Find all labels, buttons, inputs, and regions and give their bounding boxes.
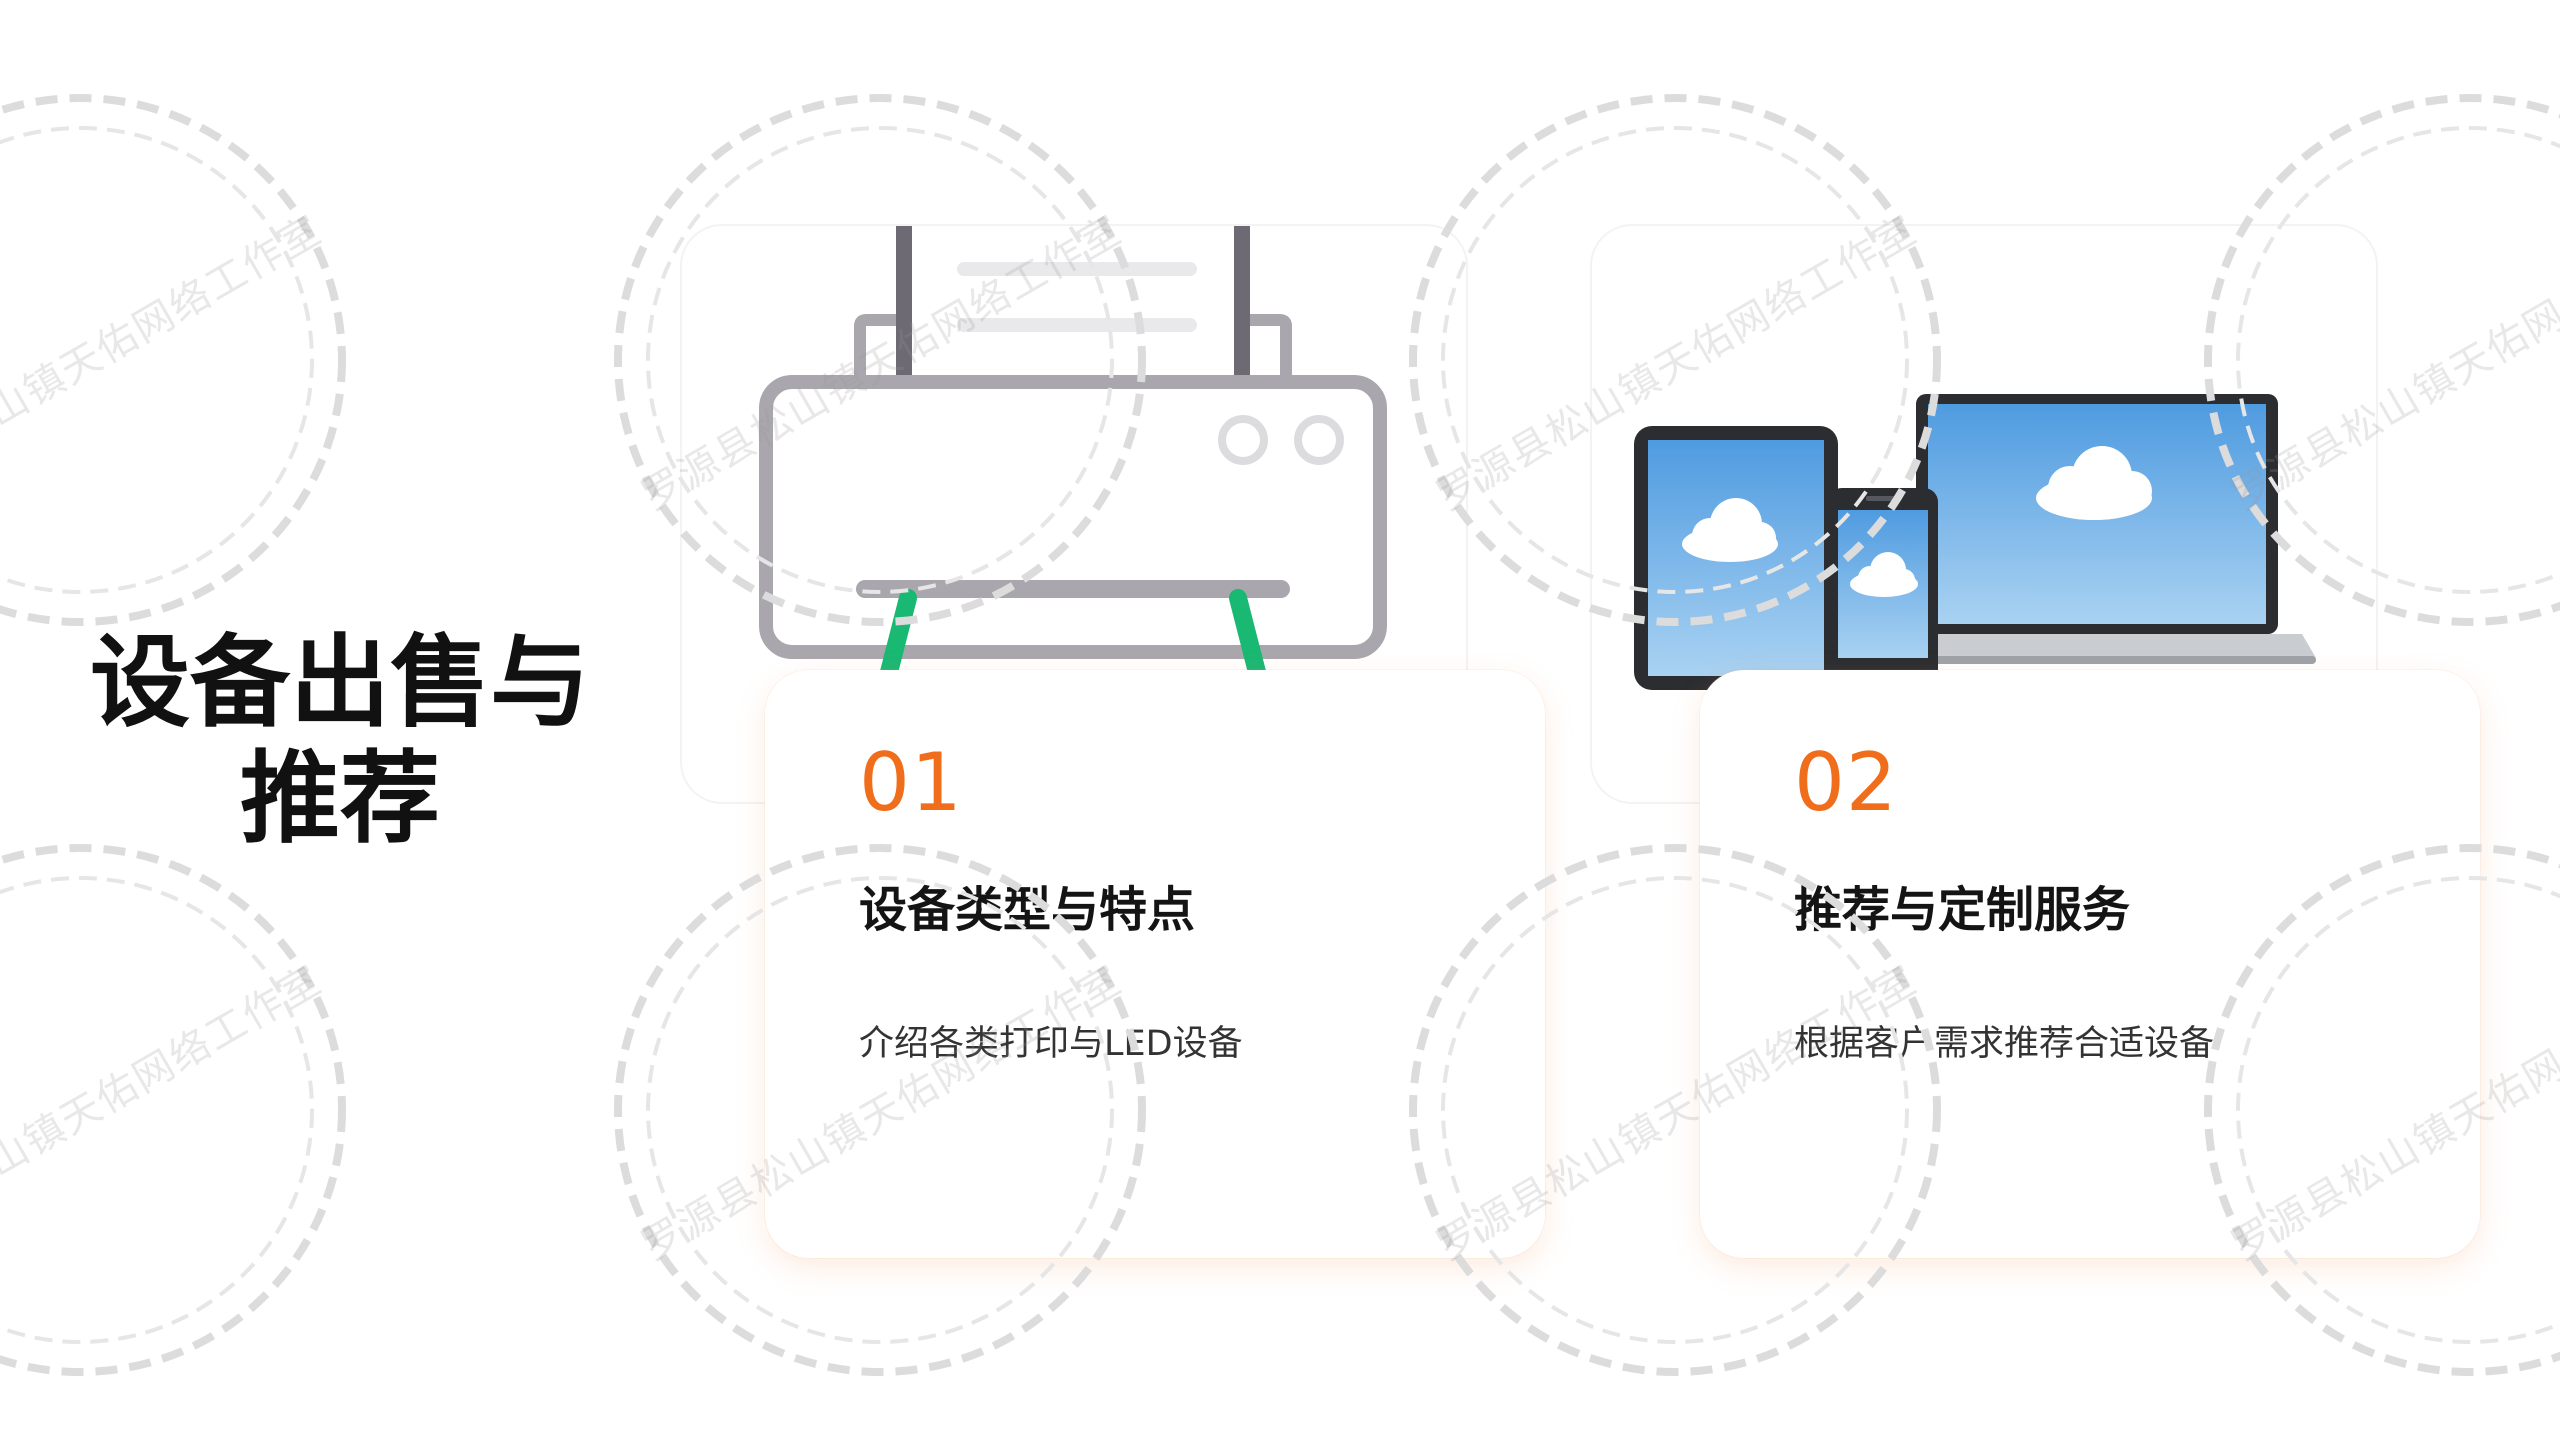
card-description: 介绍各类打印与LED设备 (859, 1024, 1243, 1064)
watermark-seal: 罗源县松山镇天佑网络工作室 (0, 830, 360, 1390)
slide-title-text: 设备出售与 推荐 (90, 624, 590, 857)
card-equipment-types: 01 设备类型与特点 介绍各类打印与LED设备 (765, 670, 1545, 1258)
card-number: 02 (1794, 736, 1898, 829)
card-heading: 设备类型与特点 (859, 882, 1196, 938)
slide-title: 设备出售与 推荐 (70, 625, 610, 857)
card-heading: 推荐与定制服务 (1794, 882, 2131, 938)
card-recommendation-service: 02 推荐与定制服务 根据客户需求推荐合适设备 (1700, 670, 2480, 1258)
watermark-text: 罗源县松山镇天佑网络工作室 (0, 207, 330, 520)
card-description: 根据客户需求推荐合适设备 (1794, 1024, 2215, 1064)
card-number: 01 (859, 736, 963, 829)
watermark-text: 罗源县松山镇天佑网络工作室 (0, 957, 330, 1270)
watermark-seal: 罗源县松山镇天佑网络工作室 (0, 80, 360, 640)
